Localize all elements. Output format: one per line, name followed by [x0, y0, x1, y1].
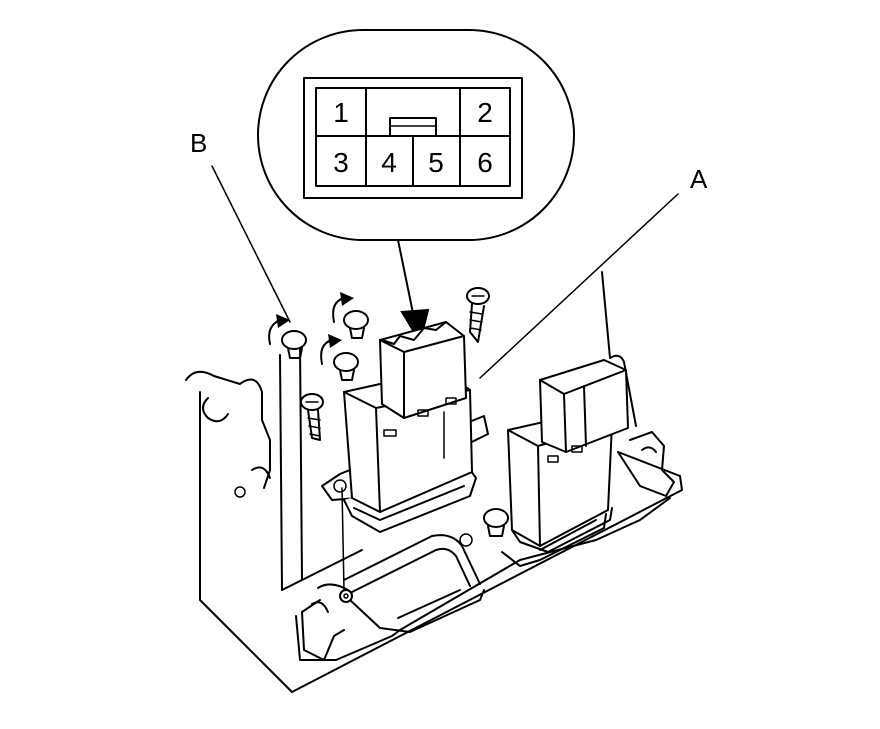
screw-top — [466, 287, 490, 343]
screw-small — [339, 589, 353, 603]
clip-b-2 — [332, 292, 369, 339]
callout-a-label: A — [690, 164, 708, 194]
pin-2-label: 2 — [477, 97, 493, 128]
leader-line-a — [479, 193, 679, 379]
pin-1-label: 1 — [333, 97, 349, 128]
screw-center — [459, 508, 509, 547]
pin-6-label: 6 — [477, 147, 493, 178]
detail-pointer-arrow — [397, 239, 430, 345]
pin-4-label: 4 — [381, 147, 397, 178]
leader-line-b — [211, 165, 291, 323]
front-right-tray — [501, 431, 675, 567]
switch-right — [507, 359, 629, 553]
console-panel — [185, 271, 683, 693]
switch-a — [321, 321, 489, 533]
connector-detail-balloon: 1 2 3 4 5 6 — [257, 29, 575, 241]
screw-left — [300, 393, 324, 441]
callout-b-label: B — [190, 128, 207, 158]
leader-line-screw — [341, 487, 345, 591]
front-left-tray — [301, 534, 485, 661]
pin-5-label: 5 — [428, 147, 444, 178]
clip-b-1 — [268, 314, 307, 359]
pin-3-label: 3 — [333, 147, 349, 178]
clip-b-3 — [320, 334, 359, 381]
